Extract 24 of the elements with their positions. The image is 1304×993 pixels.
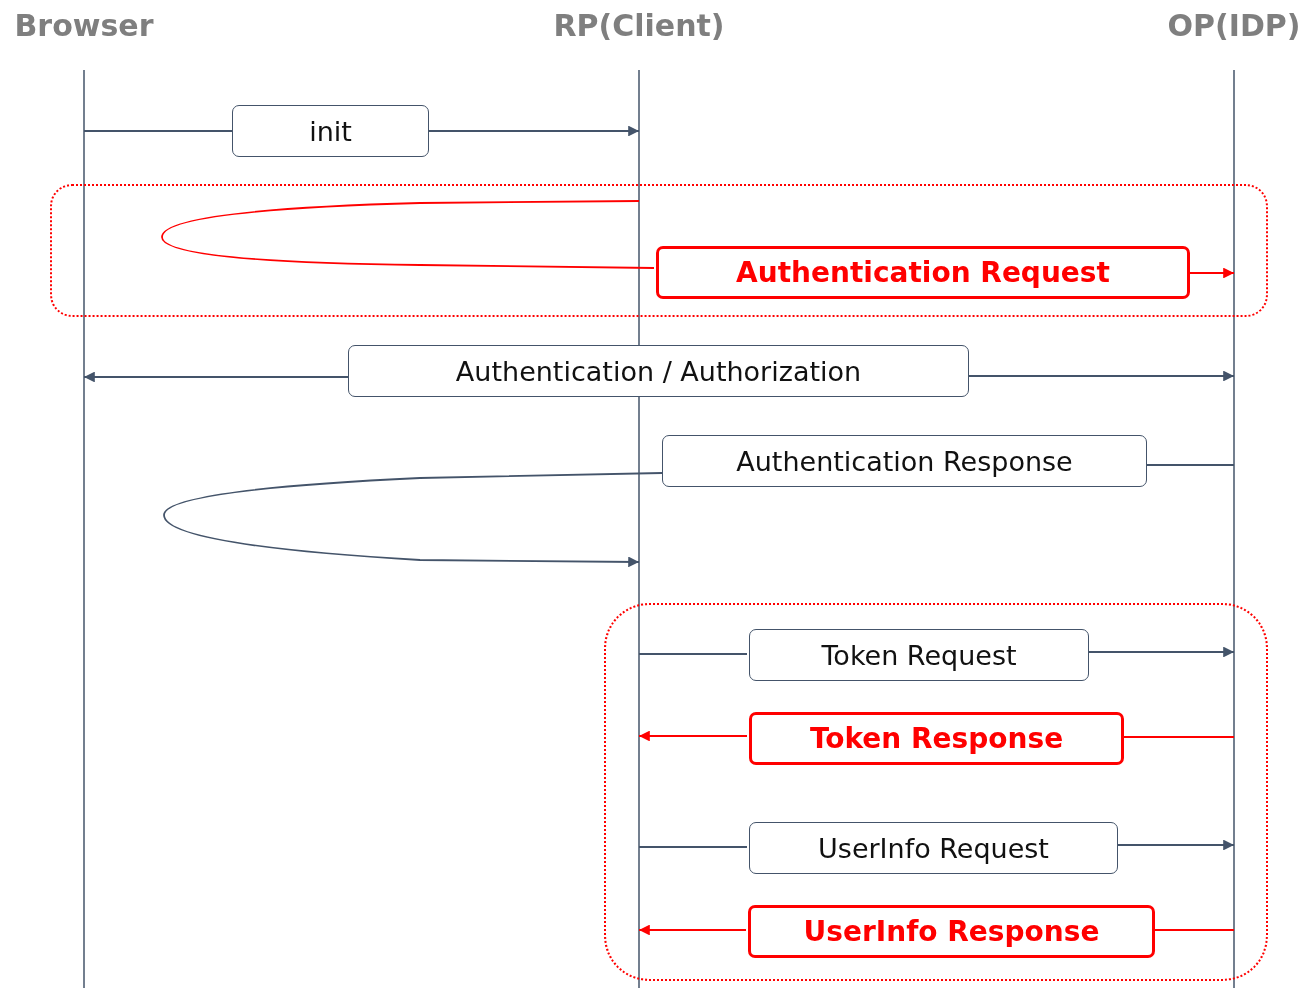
highlight-frame: [50, 184, 1268, 317]
highlighted-message-box: UserInfo Response: [748, 905, 1155, 958]
arrow: [968, 370, 1235, 382]
message-line: [161, 200, 655, 269]
lifeline-label: OP(IDP): [1166, 7, 1302, 45]
lifeline-label: Browser: [14, 7, 154, 45]
arrow: [638, 730, 748, 742]
arrow: [83, 371, 349, 383]
message-box: Authentication / Authorization: [348, 345, 969, 397]
arrow: [163, 472, 663, 568]
arrow: [638, 924, 747, 936]
message-line: [1146, 464, 1235, 466]
message-line: [83, 130, 233, 132]
message-line: [638, 653, 748, 655]
highlighted-message-box: Authentication Request: [656, 246, 1190, 299]
message-box: Authentication Response: [662, 435, 1147, 487]
arrow: [428, 125, 640, 137]
message-line: [638, 846, 748, 848]
message-box: UserInfo Request: [749, 822, 1118, 874]
lifeline-label: RP(Client): [552, 7, 726, 45]
message-box: init: [232, 105, 429, 157]
message-box: Token Request: [749, 629, 1089, 681]
highlight-frame: [604, 603, 1268, 981]
highlighted-message-box: Token Response: [749, 712, 1124, 765]
